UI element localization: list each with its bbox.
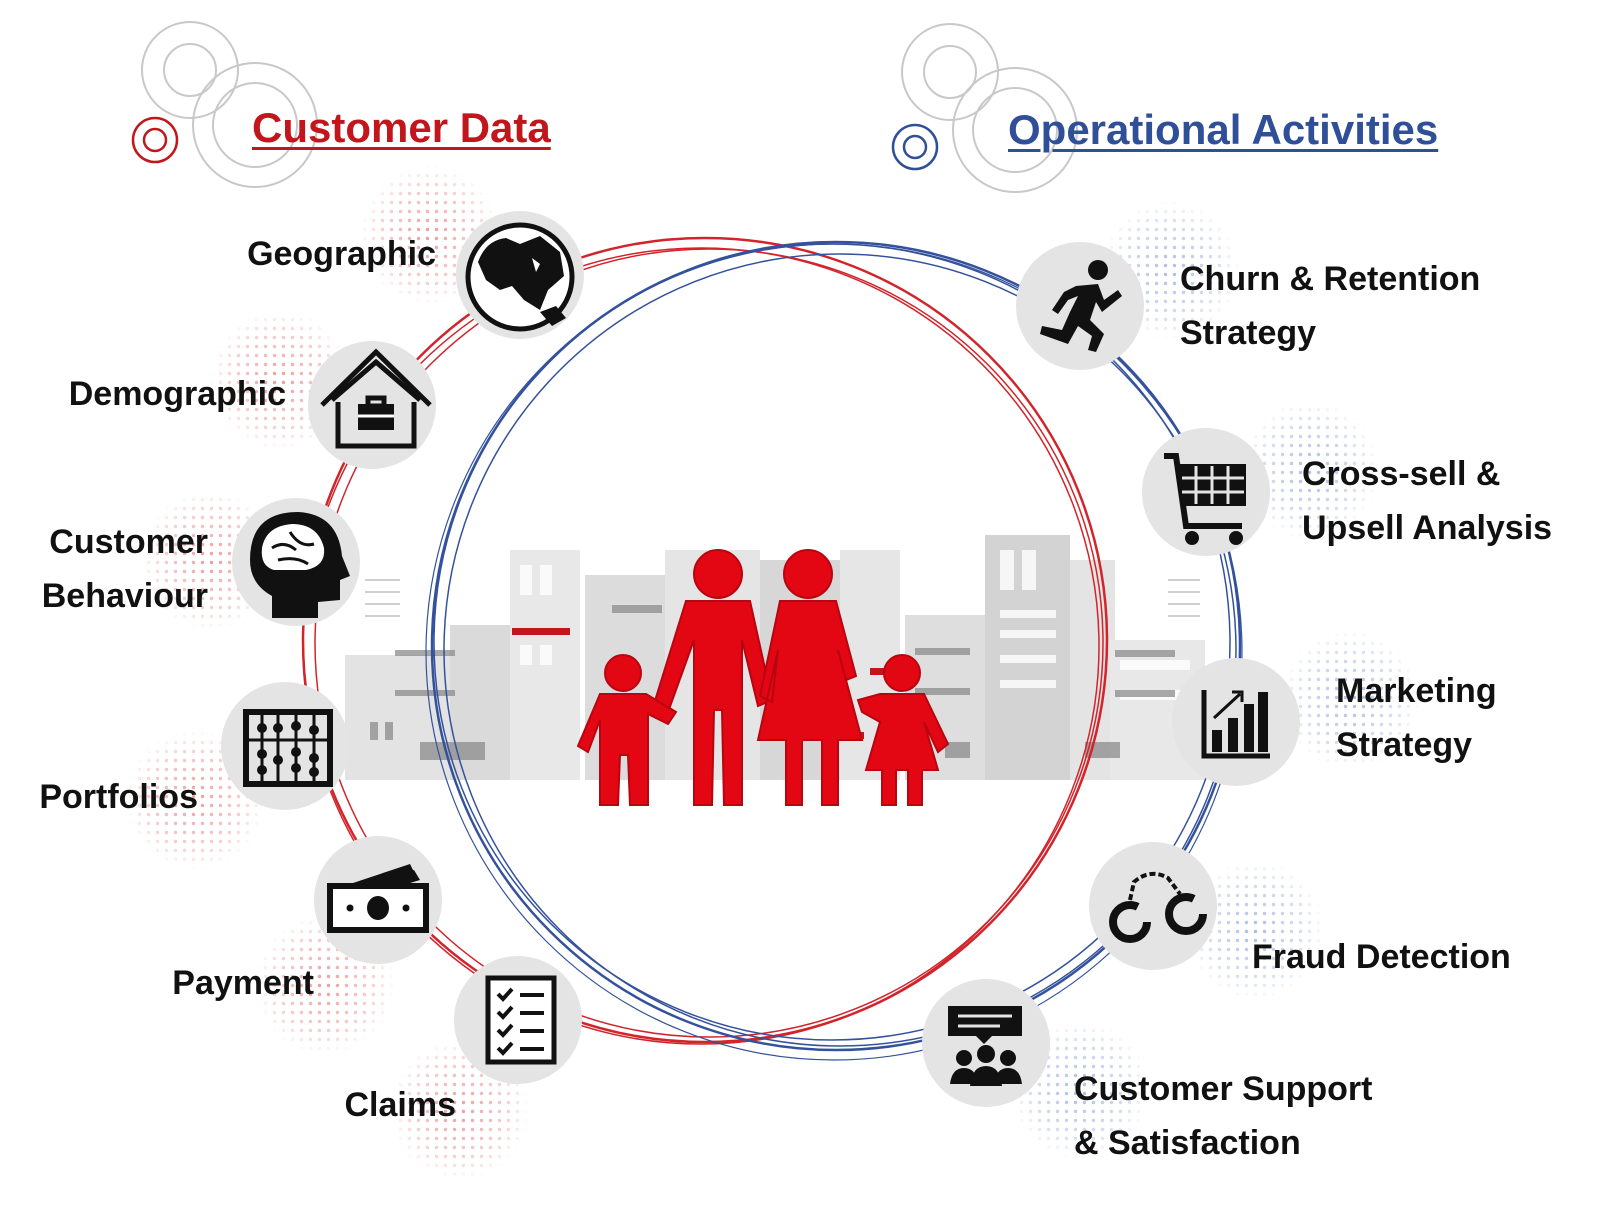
brain-head-icon bbox=[250, 512, 350, 618]
label-payment: Payment bbox=[172, 964, 314, 1002]
checklist-icon bbox=[485, 975, 557, 1065]
abacus-icon bbox=[243, 709, 333, 787]
label-churn-retention: Churn & Retention Strategy bbox=[1180, 260, 1481, 352]
label-portfolios: Portfolios bbox=[39, 778, 198, 816]
customer-data-title: Customer Data bbox=[252, 104, 551, 151]
label-marketing-strategy: Marketing Strategy bbox=[1336, 672, 1497, 764]
operational-activities-title: Operational Activities bbox=[1008, 106, 1439, 153]
handcuffs-icon bbox=[1109, 871, 1207, 943]
operational-ring bbox=[425, 240, 1243, 1061]
globe-icon bbox=[465, 222, 575, 332]
label-geographic: Geographic bbox=[247, 235, 436, 273]
label-cross-sell-upsell: Cross-sell & Upsell Analysis bbox=[1302, 455, 1553, 547]
group-chat-icon bbox=[948, 1006, 1022, 1086]
label-claims: Claims bbox=[344, 1086, 457, 1124]
decorative-circles bbox=[141, 21, 1078, 193]
customer-target-icon bbox=[131, 116, 179, 164]
shopping-cart-icon bbox=[1164, 453, 1246, 545]
house-briefcase-icon bbox=[320, 348, 432, 449]
label-customer-behaviour: Customer Behaviour bbox=[41, 523, 208, 615]
bar-chart-icon bbox=[1201, 690, 1270, 759]
money-icon bbox=[327, 864, 429, 933]
customer-data-ring bbox=[301, 236, 1109, 1045]
operational-target-icon bbox=[891, 123, 939, 171]
label-demographic: Demographic bbox=[68, 375, 286, 413]
label-customer-support: Customer Support & Satisfaction bbox=[1074, 1070, 1373, 1162]
label-fraud-detection: Fraud Detection bbox=[1252, 938, 1511, 976]
running-person-icon bbox=[1040, 260, 1122, 352]
